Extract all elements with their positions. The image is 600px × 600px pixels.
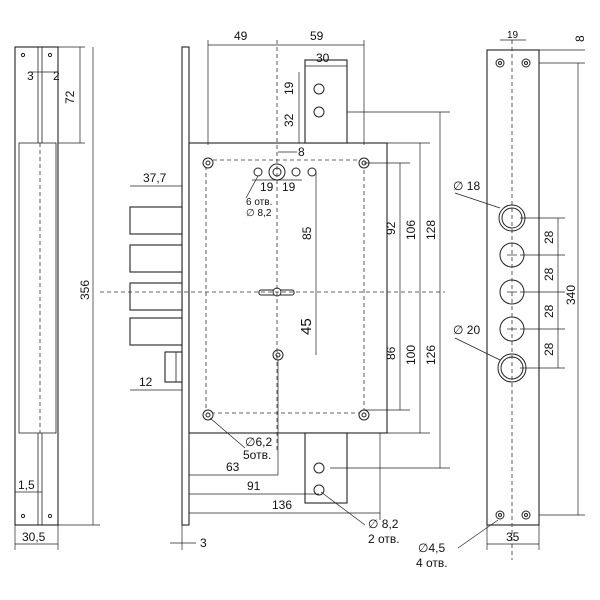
dim-126-label: 126 [424, 345, 438, 365]
faceplate-inner-panel [18, 142, 57, 434]
dim-128-label: 128 [424, 220, 438, 240]
dim-100-label: 100 [404, 345, 418, 365]
top-strip-hole [313, 106, 325, 118]
strike-dim-19-label: 19 [507, 30, 519, 41]
bolt [129, 317, 183, 346]
strike-plate-outline [486, 49, 540, 526]
faceplate-hole [47, 52, 53, 58]
bolt [129, 206, 183, 235]
top-strip [304, 59, 348, 144]
holes6-count-label: 6 отв. [246, 197, 272, 208]
strike-bolt-hole-inner [500, 356, 524, 380]
holes6-diameter-label: ∅ 8,2 [246, 208, 272, 219]
strike-dim-28b-label: 28 [542, 267, 556, 281]
dim-72-label: 72 [63, 90, 77, 104]
case-hole-center [205, 412, 211, 418]
strike-screw-hole-center [498, 513, 502, 517]
dim-106-label: 106 [404, 220, 418, 240]
strike-d20-label: ∅ 20 [453, 323, 480, 337]
small-hole [291, 167, 301, 177]
dim-30-5-label: 30,5 [22, 530, 46, 544]
small-hole [253, 167, 263, 177]
latch [164, 351, 183, 383]
strike-dim-35-label: 35 [506, 530, 520, 544]
lock-case [188, 142, 388, 434]
faceplate-side-view: 3 2 72 356 1,5 30,5 [14, 46, 100, 550]
strike-holes-count-label: 4 отв. [416, 556, 448, 570]
faceplate-outline [14, 46, 59, 526]
bolt [129, 282, 183, 311]
lock-body-view: 49 59 30 19 32 8 19 19 6 отв. ∅ 8,2 37,7… [100, 29, 450, 550]
faceplate-hole [20, 52, 26, 58]
dim-v32-label: 32 [282, 113, 296, 127]
dim-136-label: 136 [272, 498, 292, 512]
faceplate-hole [20, 513, 26, 519]
dim-v19-label: 19 [282, 81, 296, 95]
holes2-diameter-label: ∅ 8,2 [368, 517, 399, 531]
lock-faceplate-strip [181, 46, 190, 526]
strike-screw-hole-center [498, 61, 502, 65]
dim-356-label: 356 [78, 280, 92, 300]
strike-dim-28a-label: 28 [542, 230, 556, 244]
strike-dim-8-label: 8 [573, 35, 587, 42]
dim-85-label: 85 [300, 226, 314, 240]
dim-2-label: 2 [53, 69, 60, 83]
holes2-count-label: 2 отв. [368, 532, 400, 546]
dim-1-5-label: 1,5 [18, 478, 35, 492]
strike-dim-28c-label: 28 [542, 304, 556, 318]
top-strip-hole [313, 83, 325, 95]
dim-86-label: 86 [384, 346, 398, 360]
dim-8-label: 8 [298, 145, 305, 159]
dim-3-bottom-label: 3 [200, 536, 207, 550]
strike-plate-view: 19 8 340 28 28 28 28 ∅ 18 ∅ 20 35 ∅4,5 4… [416, 30, 587, 570]
holes5-diameter-label: ∅6,2 [245, 435, 272, 449]
case-hole-center [361, 412, 367, 418]
dim-3-label: 3 [27, 69, 34, 83]
dim-92-label: 92 [384, 221, 398, 235]
dim-63-label: 63 [226, 460, 240, 474]
dim-h19b-label: 19 [282, 180, 296, 194]
strike-dim-340-label: 340 [564, 285, 578, 305]
bottom-strip-hole [313, 462, 325, 474]
dim-45-label: 45 [298, 318, 315, 335]
dim-59-label: 59 [310, 29, 324, 43]
dim-37-7-label: 37,7 [143, 171, 167, 185]
strike-d18-label: ∅ 18 [453, 179, 480, 193]
case-hole-center [205, 160, 211, 166]
dim-12-label: 12 [139, 375, 153, 389]
strike-screw-hole-center [524, 61, 528, 65]
dim-30-label: 30 [316, 51, 330, 65]
strike-screw-hole-center [524, 513, 528, 517]
dim-49-label: 49 [234, 29, 248, 43]
strike-dim-28d-label: 28 [542, 342, 556, 356]
small-hole [307, 167, 317, 177]
mounting-outline [205, 159, 365, 414]
bolt [129, 244, 183, 273]
faceplate-hole [47, 513, 53, 519]
strike-holes-diameter-label: ∅4,5 [418, 541, 445, 555]
dim-91-label: 91 [247, 479, 261, 493]
holes5-count-label: 5отв. [243, 448, 271, 462]
dim-h19a-label: 19 [260, 180, 274, 194]
